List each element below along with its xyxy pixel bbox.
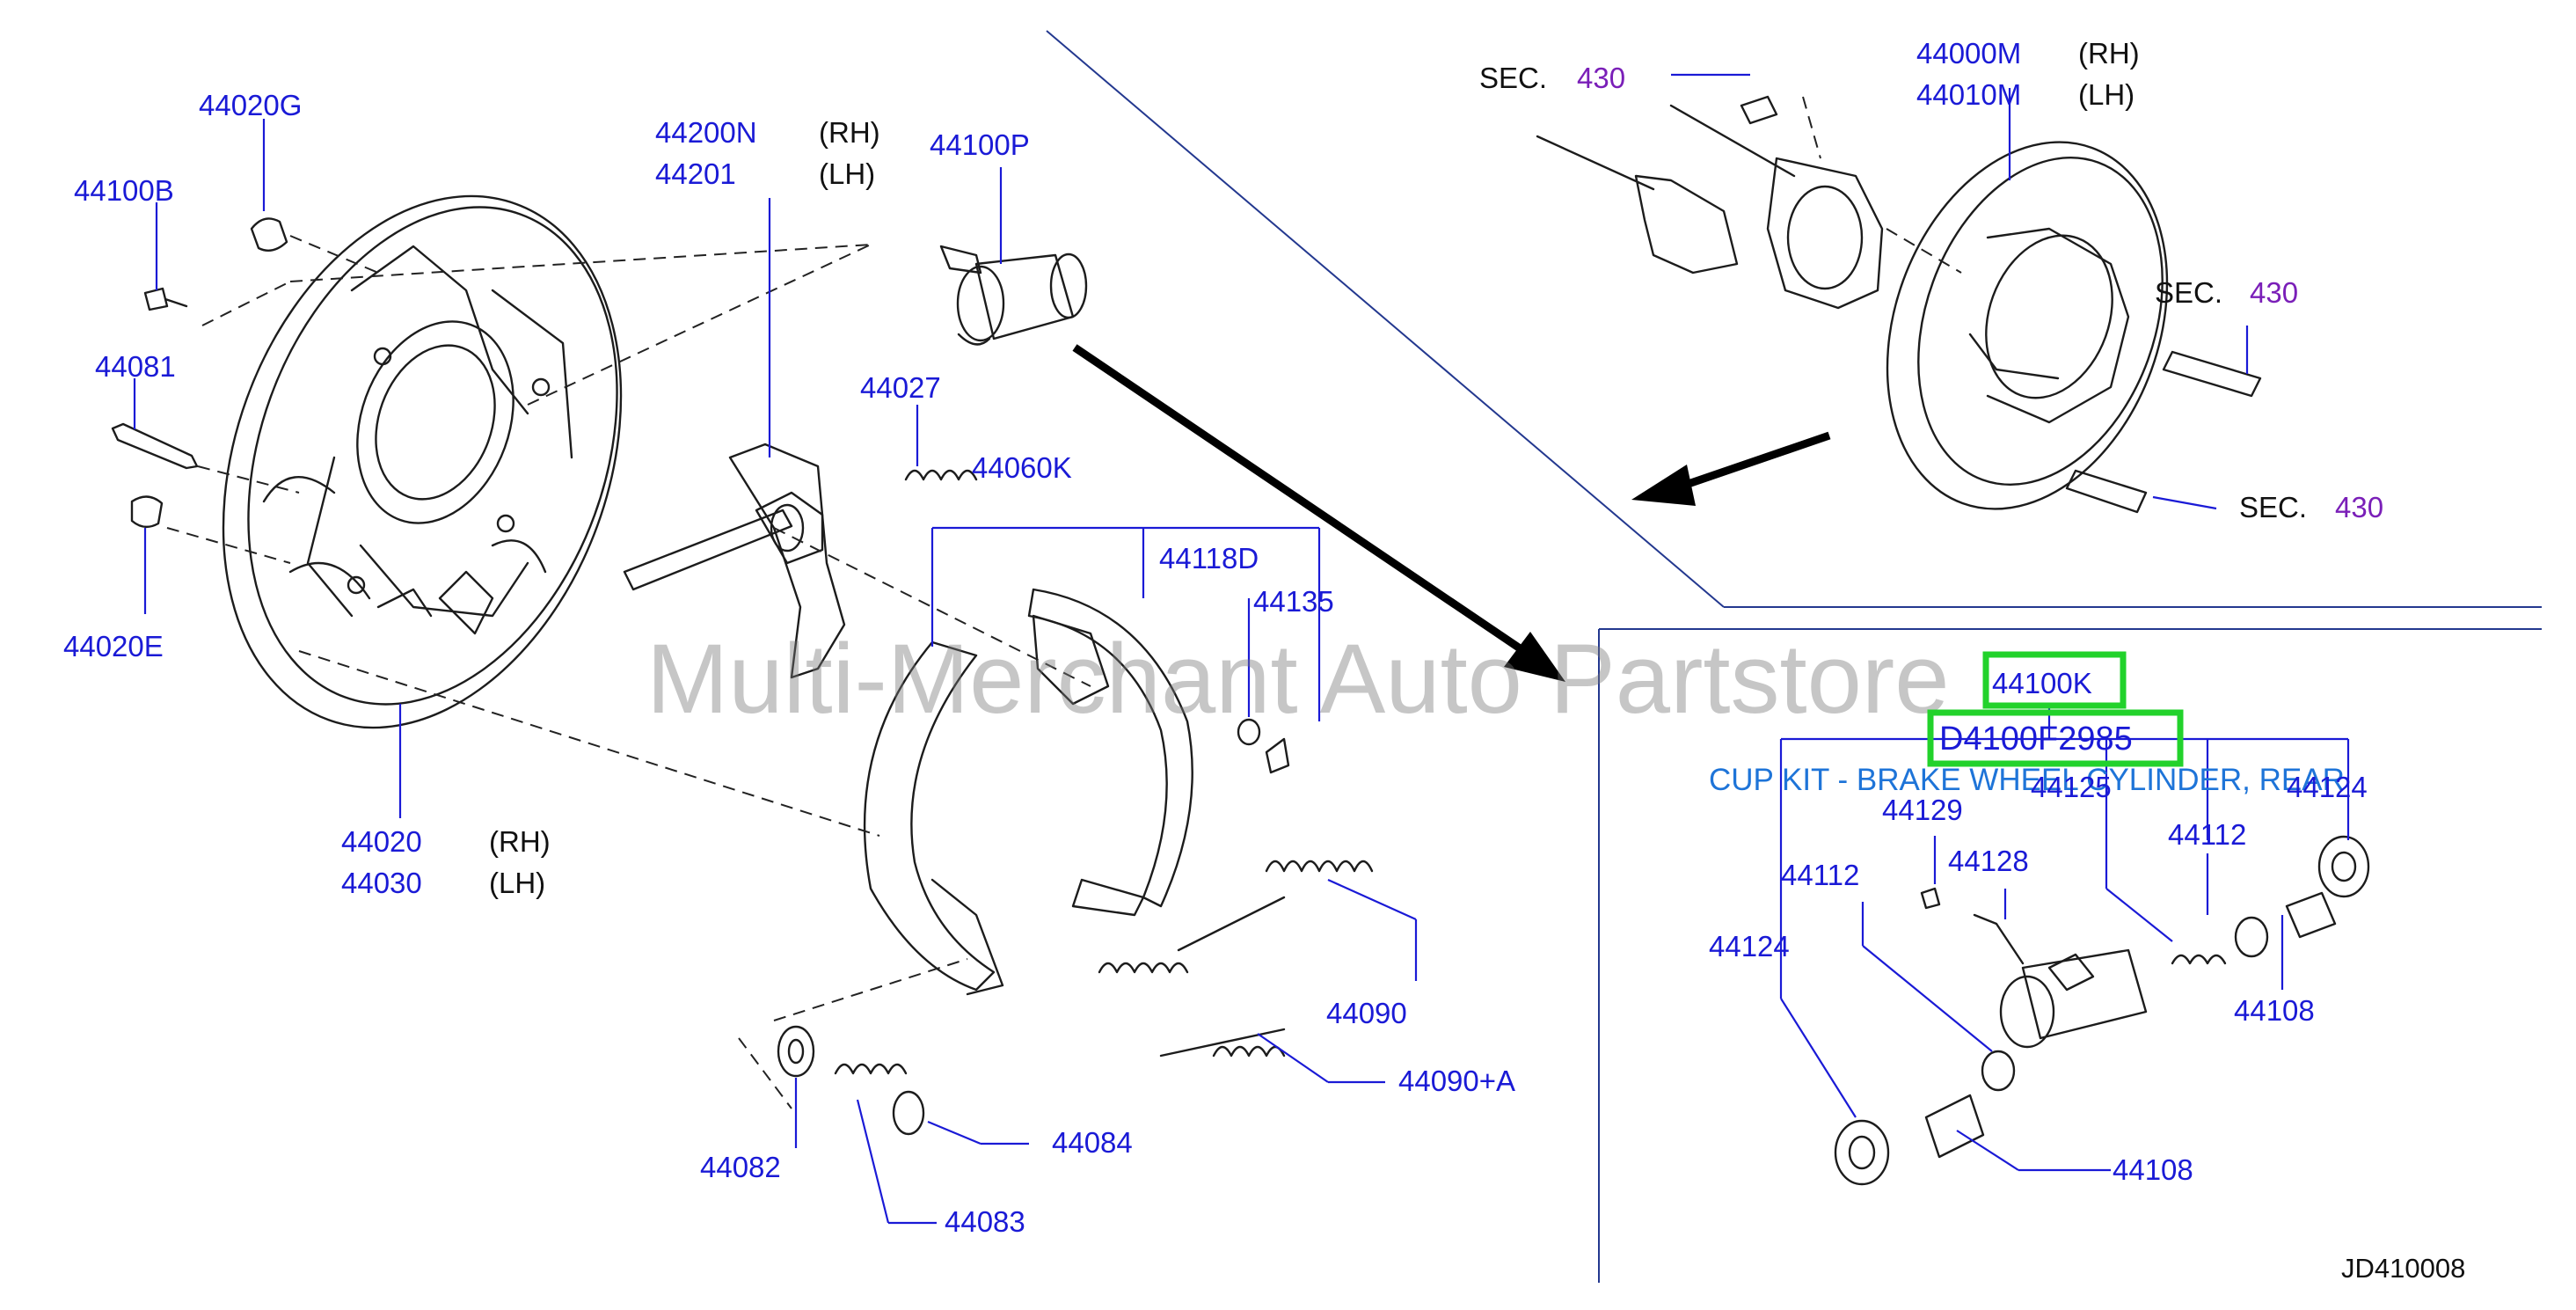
label-44125[interactable]: 44125	[2031, 771, 2112, 803]
watermark: Multi-Merchant Auto Partstore	[646, 624, 1949, 734]
label-44090A[interactable]: 44090+A	[1398, 1065, 1515, 1097]
hardware-left	[111, 217, 872, 564]
diagram-code: JD410008	[2341, 1253, 2465, 1284]
label-44128[interactable]: 44128	[1948, 845, 2029, 877]
label-44020[interactable]: 44020	[341, 825, 422, 858]
part-labels: 44020G 44100B 44081 44020E 44020 (RH) 44…	[63, 37, 2465, 1284]
arrows	[1072, 344, 1831, 682]
label-sec-2: SEC.	[2155, 276, 2222, 309]
brake-shoes-drawing	[298, 527, 1193, 1109]
label-44082[interactable]: 44082	[700, 1151, 781, 1183]
label-lh-1: (LH)	[489, 867, 545, 899]
wheel-cylinder-top	[939, 245, 1088, 346]
highlight-box-part	[1982, 651, 2127, 709]
wheel-cylinder-exploded	[1834, 835, 2370, 1186]
label-44108-b[interactable]: 44108	[2113, 1153, 2193, 1186]
section-frames	[1046, 30, 2542, 1283]
label-lh-2: (LH)	[819, 157, 875, 190]
pins-bottom	[777, 718, 1290, 1136]
label-44135[interactable]: 44135	[1253, 585, 1334, 618]
label-44118D[interactable]: 44118D	[1159, 542, 1259, 574]
label-44200N[interactable]: 44200N	[655, 116, 757, 149]
label-rh-1: (RH)	[489, 825, 551, 858]
label-44100B[interactable]: 44100B	[74, 174, 174, 207]
label-sec-1: SEC.	[1479, 62, 1547, 94]
label-44129[interactable]: 44129	[1882, 794, 1963, 826]
label-44027[interactable]: 44027	[860, 371, 941, 404]
label-44112-a[interactable]: 44112	[1781, 859, 1859, 891]
label-44124-a[interactable]: 44124	[2287, 771, 2368, 803]
label-44112-b[interactable]: 44112	[2168, 818, 2246, 851]
label-rh-3: (RH)	[2078, 37, 2140, 70]
label-sec-1-number[interactable]: 430	[1577, 62, 1625, 94]
label-44020G[interactable]: 44020G	[199, 89, 302, 121]
label-44201[interactable]: 44201	[655, 157, 736, 190]
label-44000M[interactable]: 44000M	[1916, 37, 2021, 70]
label-sec-3-number[interactable]: 430	[2335, 491, 2383, 523]
label-44030[interactable]: 44030	[341, 867, 422, 899]
label-cup-kit-description: CUP KIT - BRAKE WHEEL CYLINDER, REAR	[1709, 763, 2345, 797]
highlight-box-oem	[1927, 709, 2184, 767]
label-44010M[interactable]: 44010M	[1916, 78, 2021, 111]
label-sec-2-number[interactable]: 430	[2250, 276, 2298, 309]
label-part-number-44100K[interactable]: 44100K	[1992, 667, 2092, 699]
label-44081[interactable]: 44081	[95, 350, 176, 383]
label-lh-3: (LH)	[2078, 78, 2135, 111]
label-44108-a[interactable]: 44108	[2234, 994, 2315, 1027]
adjuster-drawing	[623, 443, 846, 679]
label-oem-number[interactable]: D4100F2985	[1939, 721, 2133, 757]
springs-drawing	[904, 469, 1374, 1058]
label-sec-3: SEC.	[2239, 491, 2307, 523]
brake-assembly-drawing	[1536, 95, 2262, 514]
label-rh-2: (RH)	[819, 116, 880, 149]
leader-lines	[133, 73, 2350, 1225]
label-44090[interactable]: 44090	[1326, 997, 1407, 1029]
backing-plate-drawing	[222, 194, 623, 729]
label-44083[interactable]: 44083	[945, 1205, 1025, 1238]
label-44100P[interactable]: 44100P	[930, 128, 1030, 161]
label-44020E[interactable]: 44020E	[63, 630, 164, 662]
label-44060K[interactable]: 44060K	[972, 451, 1072, 484]
label-44084[interactable]: 44084	[1052, 1126, 1133, 1159]
label-44124-b[interactable]: 44124	[1709, 930, 1790, 962]
